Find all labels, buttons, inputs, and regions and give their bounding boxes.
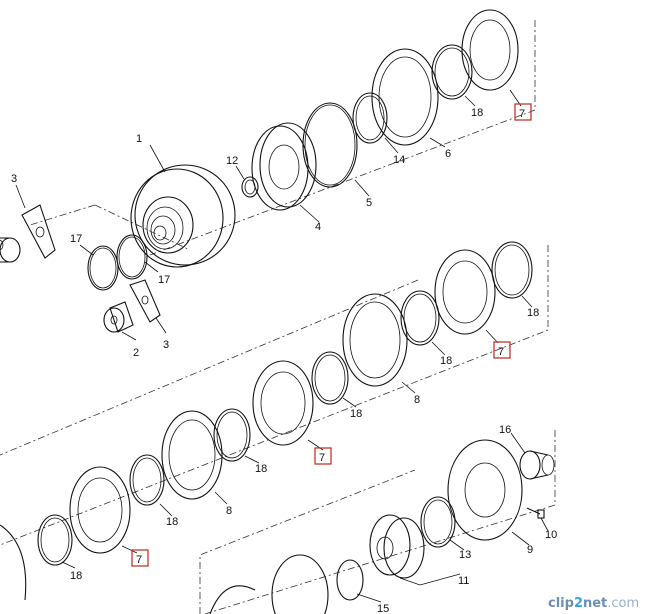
- part-17-ring-a: [87, 245, 119, 291]
- part-11-hub: [369, 514, 425, 579]
- part-18-ring-mid-c: [311, 351, 349, 405]
- part-17-ring-b: [116, 234, 148, 280]
- part-9-end-plate: [447, 439, 523, 541]
- part-14-ring: [352, 92, 388, 144]
- part-3-bracket-upper: [21, 204, 56, 259]
- callout-labels: 1 3 17 17 2 3 12 4 5 14 6 18 7 18 7 18 8…: [11, 107, 557, 614]
- part-7-disc-mid-b: [252, 360, 314, 446]
- label-part-18-top: 18: [471, 107, 483, 119]
- part-2-bushing-lower: [103, 301, 134, 333]
- label-part-18-low: 18: [70, 570, 82, 582]
- label-part-17-right: 17: [158, 274, 170, 286]
- part-8-clutch-plate-mid: [342, 293, 408, 387]
- part-18-ring-mid-a: [491, 241, 533, 299]
- part-18-ring-low: [37, 514, 73, 566]
- label-part-14: 14: [393, 154, 405, 166]
- part-6-clutch-plate: [371, 48, 439, 146]
- watermark-net: net: [583, 596, 607, 611]
- part-18-ring-mid-b: [400, 290, 440, 346]
- watermark-clip: clip: [548, 596, 574, 611]
- part-18-ring-mid-e: [129, 454, 165, 506]
- watermark-com: .com: [607, 596, 639, 611]
- label-part-18-mid-a: 18: [527, 307, 539, 319]
- part-18-ring-mid-d: [213, 408, 251, 462]
- label-part-7-mid-b: 7: [319, 452, 325, 464]
- watermark-2: 2: [574, 596, 583, 611]
- part-16-sleeve: [519, 450, 555, 480]
- label-part-2: 2: [133, 347, 139, 359]
- partial-disc-bottom-a: [271, 554, 329, 614]
- label-part-11: 11: [458, 575, 469, 587]
- part-4-piston: [251, 122, 317, 211]
- label-part-9: 9: [527, 544, 533, 556]
- part-13-ring: [420, 496, 456, 548]
- label-part-8-mid: 8: [414, 394, 420, 406]
- part-8-clutch-plate-low: [161, 410, 223, 500]
- part-12-snap-ring: [241, 176, 259, 198]
- label-part-15: 15: [377, 603, 389, 614]
- part-7-disc-mid-a: [434, 249, 496, 335]
- label-part-3-top: 3: [11, 173, 17, 185]
- highlight-boxes: [131, 103, 532, 567]
- label-part-10: 10: [545, 529, 557, 541]
- part-1-drum-housing: [130, 164, 236, 268]
- label-part-7-low: 7: [136, 554, 142, 566]
- label-part-13: 13: [459, 549, 471, 561]
- label-part-8-low: 8: [226, 505, 232, 517]
- part-7-disc-low: [69, 466, 131, 554]
- leader-lines: [15, 89, 549, 603]
- label-part-18-mid-e: 18: [166, 516, 178, 528]
- part-7-disc-top: [461, 9, 519, 91]
- label-part-12: 12: [226, 155, 238, 167]
- label-part-18-mid-d: 18: [255, 463, 267, 475]
- watermark-logo: clip2net.com: [548, 596, 639, 611]
- label-part-4: 4: [315, 221, 321, 233]
- assembly-boundaries: [0, 20, 556, 614]
- label-part-6: 6: [445, 148, 451, 160]
- partial-disc-left: [0, 524, 27, 601]
- part-15-snap-ring: [336, 559, 364, 601]
- label-part-18-mid-c: 18: [350, 408, 362, 420]
- label-part-17-left: 17: [70, 233, 82, 245]
- part-3-bracket-lower: [129, 279, 161, 323]
- label-part-3-bottom: 3: [163, 339, 169, 351]
- label-part-7-top: 7: [519, 108, 525, 120]
- part-5-seal-ring: [302, 102, 358, 188]
- label-part-7-mid-a: 7: [498, 346, 504, 358]
- partial-disc-bottom-b: [209, 585, 256, 614]
- svg-text:clip2net.com: clip2net.com: [548, 596, 639, 611]
- label-part-18-mid-b: 18: [440, 355, 452, 367]
- part-2-bushing-upper: [0, 237, 21, 263]
- part-18-ring-top: [431, 44, 473, 100]
- label-part-1: 1: [136, 133, 142, 145]
- label-part-16: 16: [499, 424, 511, 436]
- label-part-5: 5: [366, 197, 372, 209]
